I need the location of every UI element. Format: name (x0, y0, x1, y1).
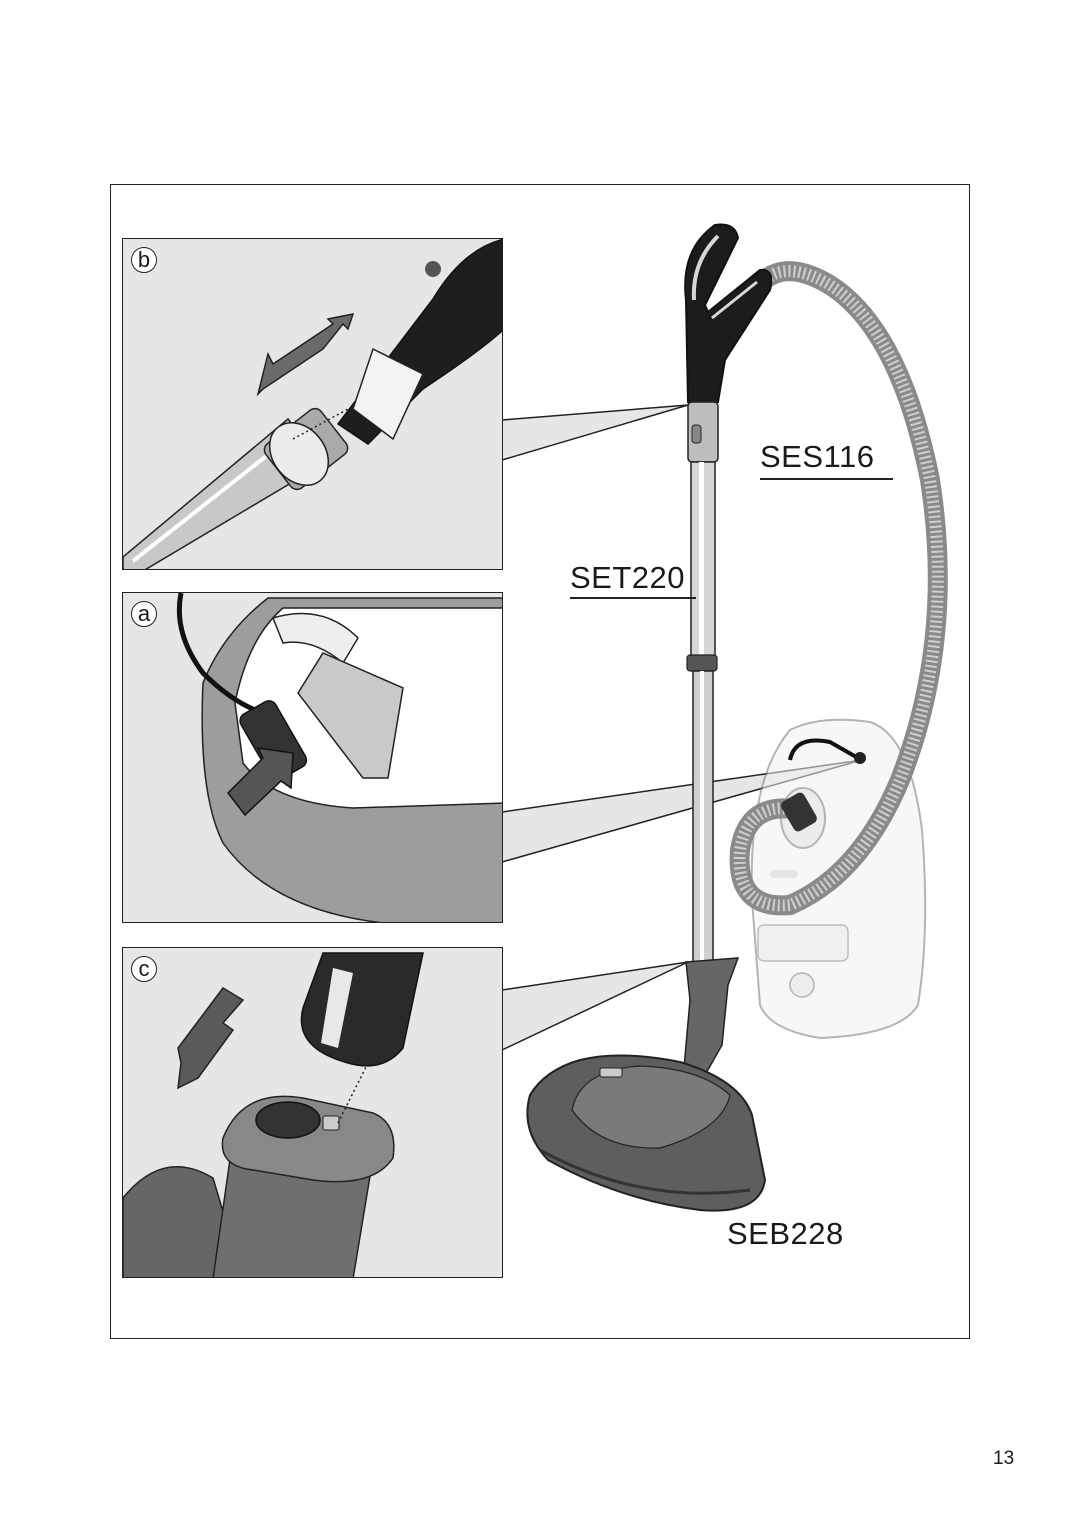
leader-line-hose (760, 478, 893, 480)
panel-a: a (122, 592, 503, 923)
power-cord (788, 738, 859, 761)
leader-line-tube (570, 597, 696, 599)
part-label-floor-nozzle: SEB228 (727, 1216, 844, 1251)
panel-a-illustration (176, 593, 502, 922)
callout-c (501, 961, 689, 1052)
handle (684, 223, 773, 403)
part-label-tube: SET220 (570, 560, 686, 595)
panel-label-b: b (131, 247, 157, 273)
panel-label-a: a (131, 601, 157, 627)
panel-b-illustration (123, 239, 502, 569)
panel-b: b (122, 238, 503, 570)
callout-b (501, 404, 689, 462)
figure-frame (110, 184, 970, 1339)
part-label-hose: SES116 (760, 439, 875, 474)
panel-label-c: c (131, 956, 157, 982)
panel-c: c (122, 947, 503, 1278)
panel-c-illustration (123, 952, 424, 1277)
nozzle-neck (683, 957, 740, 1076)
page-number: 13 (993, 1448, 1015, 1469)
